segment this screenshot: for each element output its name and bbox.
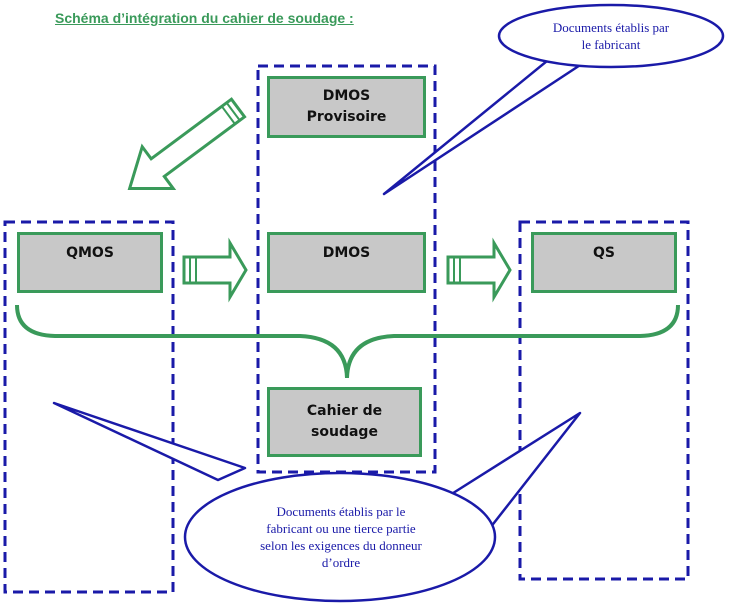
node-cahier-de-soudage: Cahier de soudage [267,387,422,457]
node-cahier-line1: Cahier de [306,403,383,419]
callout-tierce-text: Documents établis par le fabricant ou un… [210,503,472,571]
callout-tierce-line4: d’ordre [321,555,361,570]
callout-fabricant-text: Documents établis par le fabricant [511,19,711,53]
node-cahier-line2: soudage [311,424,378,440]
callout-tierce [52,401,582,603]
node-qs-label: QS [593,245,615,261]
node-dmos: DMOS [267,232,426,293]
right-dashed-group [518,220,690,581]
node-dmos-provisoire: DMOS Provisoire [267,76,426,138]
node-qmos: QMOS [17,232,163,293]
arrow-dmos-to-qs [446,237,512,303]
node-dmos-label: DMOS [322,245,371,261]
callout-tierce-line2: fabricant ou une tierce partie [266,521,416,536]
diagram-title: Schéma d’intégration du cahier de soudag… [55,10,354,26]
arrow-qmos-to-dmos [182,237,248,303]
grouping-brace [15,304,680,379]
callout-tierce-line3: selon les exigences du donneur [260,538,422,553]
left-dashed-group [3,220,175,594]
node-qs: QS [531,232,677,293]
node-dmos-provisoire-line1: DMOS [322,88,371,104]
node-qmos-label: QMOS [66,245,114,261]
diagonal-arrow [127,97,247,190]
callout-tierce-line1: Documents établis par le [276,504,406,519]
callout-fabricant [382,3,725,196]
center-dashed-group [256,64,437,474]
callout-fabricant-line2: le fabricant [581,37,641,52]
node-dmos-provisoire-line2: Provisoire [306,109,387,125]
callout-fabricant-line1: Documents établis par [552,20,670,35]
